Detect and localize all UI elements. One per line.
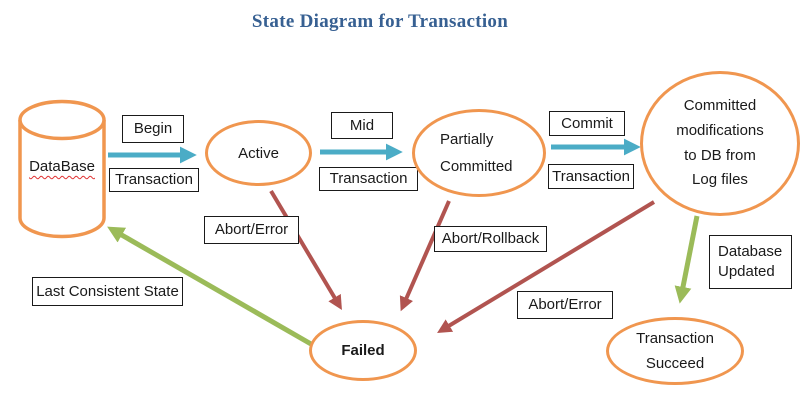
label-abort-rollback: Abort/Rollback bbox=[434, 226, 547, 252]
label-mid-transaction-text: Transaction bbox=[329, 170, 408, 187]
arrow-committed-to-succeed bbox=[674, 215, 700, 304]
label-abort-rollback-text: Abort/Rollback bbox=[441, 230, 540, 247]
label-begin-transaction: Transaction bbox=[109, 168, 199, 192]
label-commit-text: Commit bbox=[561, 114, 613, 132]
arrow-committed-to-failed bbox=[437, 200, 656, 333]
label-begin-transaction-text: Transaction bbox=[115, 171, 193, 188]
arrow-failed-to-database bbox=[107, 226, 313, 347]
label-mid: Mid bbox=[331, 112, 393, 139]
state-committed-modifications: Committed modifications to DB from Log f… bbox=[640, 71, 800, 216]
state-active: Active bbox=[205, 120, 312, 186]
state-failed: Failed bbox=[309, 320, 417, 381]
label-last-consistent-state-text: Last Consistent State bbox=[36, 282, 179, 300]
label-commit: Commit bbox=[549, 111, 625, 136]
label-last-consistent-state: Last Consistent State bbox=[32, 277, 183, 306]
state-committed-modifications-label: Committed modifications to DB from Log f… bbox=[676, 97, 764, 189]
label-abort-error-active-text: Abort/Error bbox=[214, 221, 289, 238]
label-mid-text: Mid bbox=[349, 116, 375, 134]
page-title: State Diagram for Transaction bbox=[251, 11, 509, 32]
label-database-updated-text: Database Updated bbox=[718, 242, 783, 280]
label-mid-transaction: Transaction bbox=[319, 167, 418, 191]
label-abort-error-committed: Abort/Error bbox=[517, 291, 613, 319]
database-node-label: DataBase bbox=[22, 158, 102, 175]
label-abort-error-active: Abort/Error bbox=[204, 216, 299, 244]
label-abort-error-committed-text: Abort/Error bbox=[528, 296, 602, 313]
arrow-active-to-failed bbox=[269, 189, 342, 310]
state-failed-label: Failed bbox=[341, 342, 385, 359]
label-begin: Begin bbox=[122, 115, 184, 143]
state-transaction-succeed: Transaction Succeed bbox=[606, 317, 744, 385]
label-begin-text: Begin bbox=[133, 120, 173, 137]
database-node-label-text: DataBase bbox=[29, 158, 95, 175]
database-cylinder-shape bbox=[18, 99, 106, 239]
state-partially-committed-label: Partially Committed bbox=[440, 131, 513, 175]
label-commit-transaction-text: Transaction bbox=[552, 167, 630, 185]
state-active-label: Active bbox=[238, 144, 279, 162]
state-partially-committed: Partially Committed bbox=[412, 109, 546, 197]
label-commit-transaction: Transaction bbox=[548, 164, 634, 189]
label-database-updated: Database Updated bbox=[709, 235, 792, 289]
arrow-partial-to-failed bbox=[399, 200, 451, 312]
state-transaction-succeed-label: Transaction Succeed bbox=[636, 329, 714, 373]
